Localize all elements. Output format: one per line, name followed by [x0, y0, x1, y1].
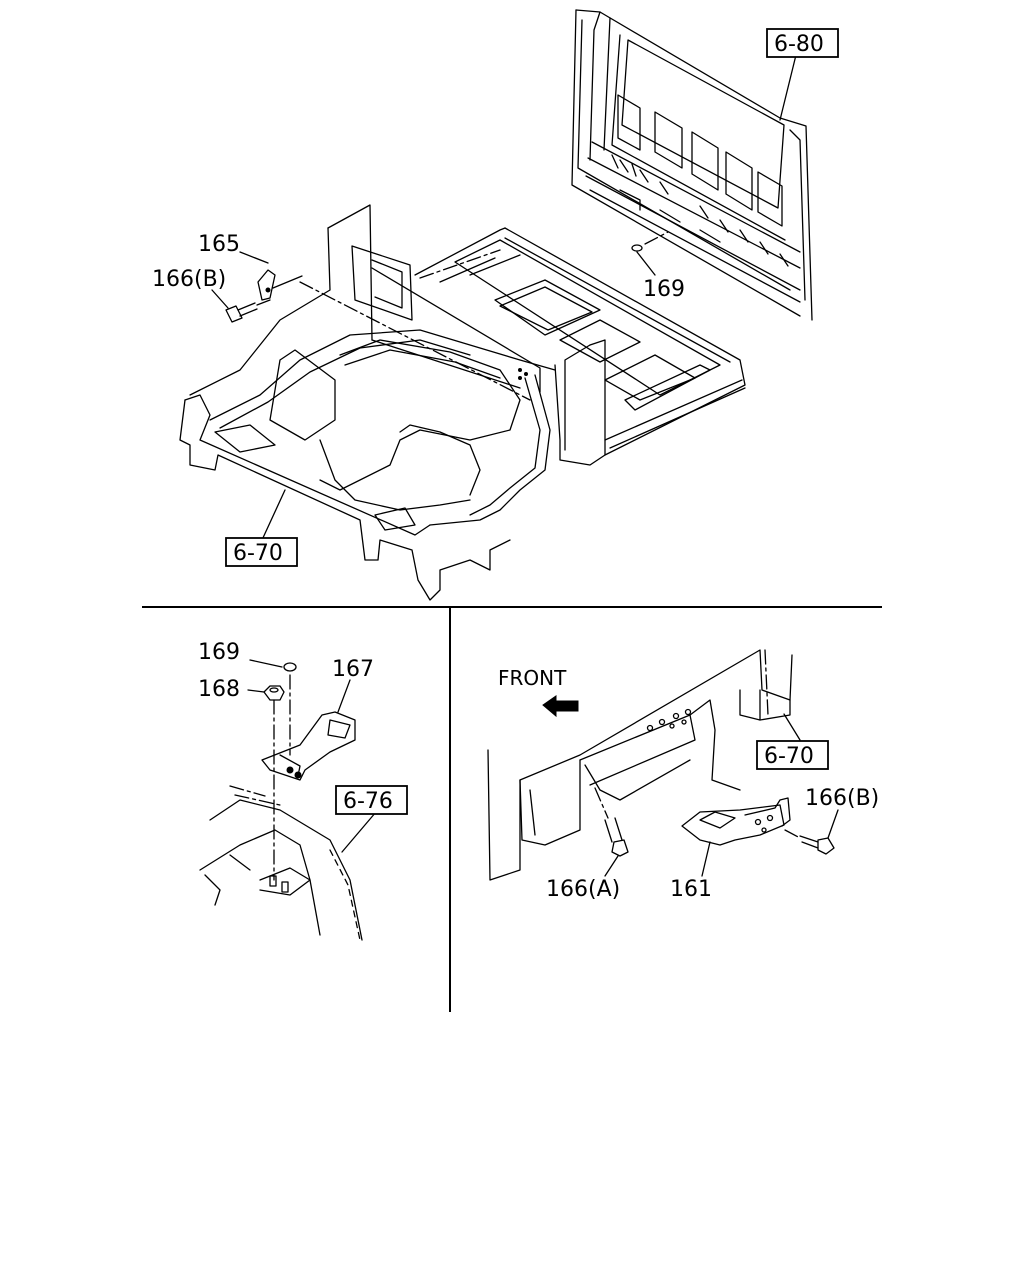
detail-right: FRONT 6-70 166(B) 166(A) 161: [487, 649, 879, 902]
rear-panel: [571, 9, 813, 321]
ref-box-6-70-top: 6-70: [225, 537, 298, 567]
label-166b-top: 166(B): [152, 267, 226, 292]
floor-panel: [179, 204, 746, 601]
ref-box-6-70-right: 6-70: [756, 740, 829, 770]
ref-label-6-70-top: 6-70: [233, 541, 283, 566]
label-front: FRONT: [498, 666, 567, 690]
label-167: 167: [332, 657, 374, 682]
label-166a: 166(A): [546, 877, 620, 902]
ref-label-6-80: 6-80: [774, 32, 824, 57]
label-169-left: 169: [198, 640, 240, 665]
top-view: 165 166(B) 169 6-80 6-70: [152, 9, 839, 601]
ref-label-6-76: 6-76: [343, 789, 393, 814]
bracket-165: [239, 251, 303, 301]
ref-label-6-70-right: 6-70: [764, 744, 814, 769]
ref-box-6-76: 6-76: [335, 785, 408, 815]
label-165: 165: [198, 232, 240, 257]
label-169-top: 169: [643, 277, 685, 302]
bolt-166b-top: [211, 289, 271, 323]
arrow-left-thick-icon: [542, 695, 579, 718]
ref-box-6-80: 6-80: [766, 28, 839, 58]
label-166b-right: 166(B): [805, 786, 879, 811]
detail-left: 169 168 167 6-76: [198, 640, 408, 941]
label-161: 161: [670, 877, 712, 902]
label-168: 168: [198, 677, 240, 702]
